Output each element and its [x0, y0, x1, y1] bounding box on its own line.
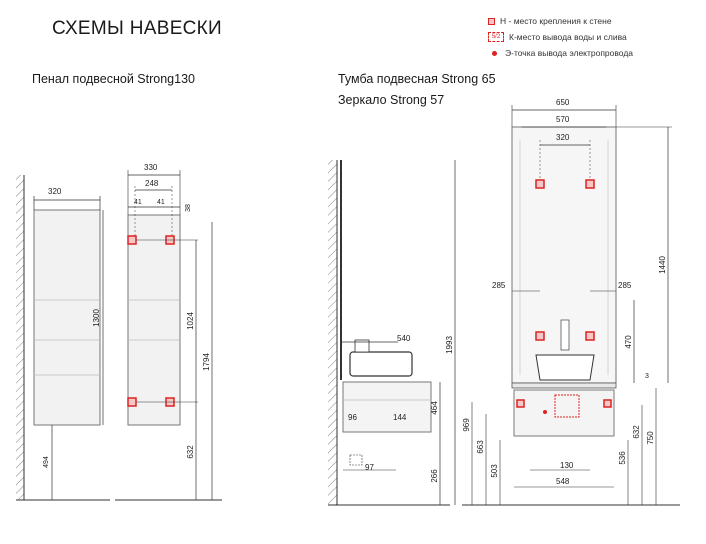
dim-side-left: 96 [348, 413, 357, 422]
water-outlet-zone [554, 394, 580, 418]
dim-front-width: 650 [556, 98, 570, 107]
dim-side-depth: 320 [48, 187, 62, 196]
dim-front-536: 536 [618, 451, 627, 465]
dim-front-548: 548 [556, 477, 570, 486]
mount-point [603, 399, 612, 408]
dim-side-total: 1993 [445, 336, 454, 354]
penal-body-side [33, 209, 101, 426]
cabinet-front-view: 650 570 320 1440 285 285 [462, 98, 680, 506]
mount-point [585, 179, 595, 189]
basin-front [535, 354, 595, 381]
dim-front-503: 503 [490, 464, 499, 478]
legend-electric-label: Э-точка вывода электропровода [505, 48, 634, 58]
right-caption-mirror: Зеркало Strong 57 [338, 93, 445, 107]
mount-point [127, 397, 137, 407]
penal-side-view: 320 1300 494 [16, 175, 110, 501]
right-caption-cabinet: Тумба подвесная Strong 65 [338, 72, 496, 86]
dim-side-cab-height: 464 [430, 401, 439, 415]
dim-front-969: 969 [462, 418, 471, 432]
mount-point [585, 331, 595, 341]
dim-side-height: 1300 [92, 309, 101, 327]
legend-water-label: К-место вывода воды и слива [509, 32, 627, 42]
dim-front-right: 41 [157, 199, 165, 206]
wall-hatch [328, 160, 337, 505]
dim-side-top-width: 540 [397, 334, 411, 343]
dim-side-bottom: 97 [365, 463, 374, 472]
dim-front-mirror: 1440 [658, 256, 667, 274]
dim-front-750: 750 [646, 431, 655, 445]
mount-point [535, 331, 545, 341]
cabinet-side-view: 540 96 144 97 464 266 1993 [328, 160, 456, 506]
dim-front-holes: 1024 [186, 312, 195, 330]
basin-side [349, 351, 413, 377]
electric-point [543, 410, 547, 414]
faucet-front [560, 319, 570, 351]
dim-front-left-285: 285 [492, 281, 506, 290]
countertop [511, 382, 617, 389]
legend-item-electric: Э-точка вывода электропровода [488, 48, 633, 58]
dim-front-130: 130 [560, 461, 574, 470]
left-caption: Пенал подвесной Strong130 [32, 72, 195, 86]
legend-item-mount: Н - место крепления к стене [488, 16, 612, 26]
cabinet-body-front [513, 389, 615, 437]
faucet-side [354, 339, 370, 353]
dim-front-left: 41 [134, 199, 142, 206]
wall-hatch [16, 175, 24, 500]
dim-front-3: 3 [645, 373, 649, 380]
dim-front-632: 632 [632, 425, 641, 439]
dim-side-mid: 144 [393, 413, 407, 422]
water-outlet-icon: 5/2 [488, 32, 504, 42]
legend-mount-label: Н - место крепления к стене [500, 16, 612, 26]
dim-side-floor: 494 [43, 456, 50, 468]
mount-point-icon [488, 17, 495, 25]
mount-point [535, 179, 545, 189]
dim-front-total: 1794 [202, 353, 211, 371]
dim-front-width: 330 [144, 163, 158, 172]
electric-point-icon [492, 50, 497, 56]
dim-side-floor: 266 [430, 469, 439, 483]
dim-front-inner: 248 [145, 179, 159, 188]
penal-front-view: 330 248 41 41 38 1024 1794 [115, 163, 222, 501]
dim-front-holes: 320 [556, 133, 570, 142]
mount-point [516, 399, 525, 408]
penal-body-front [127, 214, 181, 426]
dim-front-inner: 570 [556, 115, 570, 124]
dim-front-top: 38 [185, 204, 192, 212]
cabinet-body-side [342, 381, 432, 433]
dim-front-right-285: 285 [618, 281, 632, 290]
page-title: СХЕМЫ НАВЕСКИ [52, 18, 223, 39]
legend-item-water: 5/2 К-место вывода воды и слива [488, 32, 627, 42]
dim-front-470: 470 [624, 335, 633, 349]
mount-point [127, 235, 137, 245]
dim-front-663: 663 [476, 440, 485, 454]
dim-front-floor: 632 [186, 445, 195, 459]
